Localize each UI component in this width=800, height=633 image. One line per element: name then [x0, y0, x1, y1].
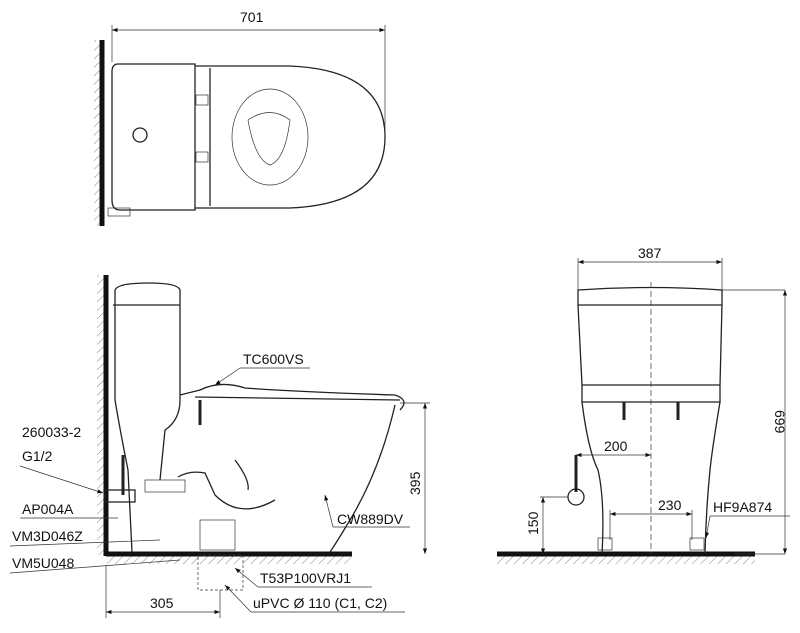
- label-cw889dv: CW889DV: [337, 511, 404, 527]
- dim-395: 395: [407, 471, 423, 495]
- label-260033-2: 260033-2: [22, 424, 81, 440]
- dim-305: 305: [150, 595, 174, 611]
- dim-230: 230: [658, 497, 682, 513]
- label-t53p100vrj1: T53P100VRJ1: [260, 570, 351, 586]
- front-view: 387 699 200 230 HF9A874 150: [497, 245, 790, 564]
- seat-side: [179, 383, 405, 411]
- dim-150: 150: [525, 511, 541, 535]
- dim-200: 200: [604, 438, 628, 454]
- label-vm5u048: VM5U048: [12, 555, 74, 571]
- label-ap004a: AP004A: [22, 501, 74, 517]
- label-vm3d046z: VM3D046Z: [12, 528, 83, 544]
- bowl-opening: [231, 88, 309, 186]
- dim-699: 699: [772, 410, 788, 434]
- wall-hatch: [94, 40, 102, 226]
- tank-side: [114, 282, 181, 481]
- flush-button: [132, 127, 148, 143]
- top-view: 701: [94, 9, 386, 226]
- label-tc600vs: TC600VS: [243, 351, 304, 367]
- side-view: TC600VS 260033-2 G1/2 AP004A VM3D046Z VM…: [9, 275, 430, 618]
- bowl-top: [195, 65, 386, 209]
- tank-top: [111, 63, 196, 211]
- tank-front: [577, 286, 723, 306]
- label-hf9a874: HF9A874: [713, 499, 772, 515]
- label-upvc-110: uPVC Ø 110 (C1, C2): [253, 595, 387, 611]
- bowl-side: [329, 404, 396, 553]
- label-g1-2: G1/2: [22, 448, 53, 464]
- dim-701: 701: [240, 9, 264, 25]
- dim-387: 387: [638, 245, 662, 261]
